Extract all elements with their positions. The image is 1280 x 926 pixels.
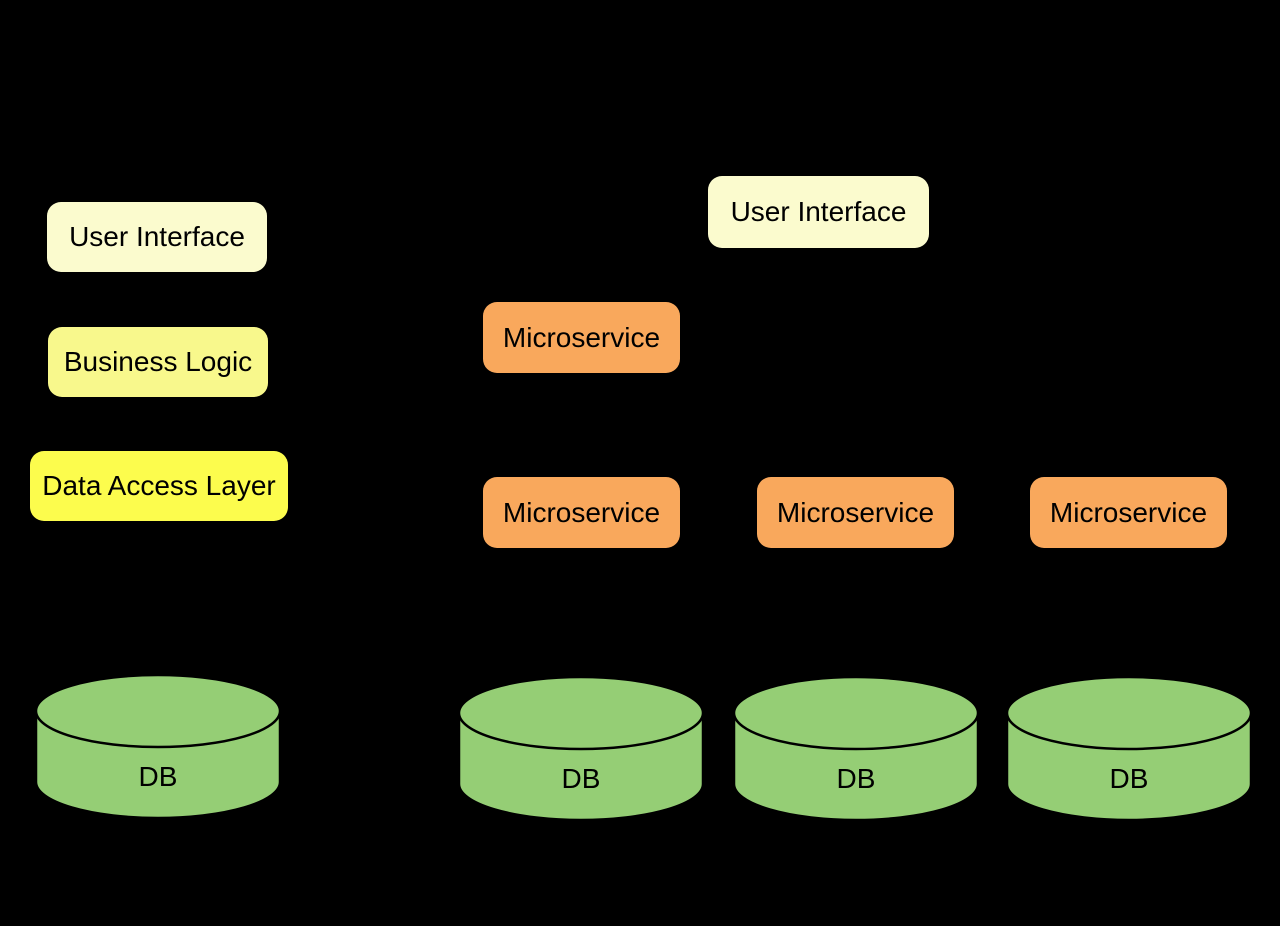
microservice-database-cylinder-3: DB xyxy=(1005,675,1253,822)
microservice-box-top: Microservice xyxy=(483,302,680,373)
monolith-user-interface-label: User Interface xyxy=(69,221,245,252)
microservice-box-2: Microservice xyxy=(757,477,954,548)
database-cylinder-icon xyxy=(34,673,282,820)
monolith-user-interface-box: User Interface xyxy=(47,202,267,272)
database-cylinder-icon xyxy=(732,675,980,822)
microservice-label: Microservice xyxy=(502,321,661,353)
monolith-business-logic-label: Business Logic xyxy=(63,346,253,377)
microservice-box-3: Microservice xyxy=(1030,477,1227,548)
monolith-data-access-layer-label: Data Access Layer xyxy=(42,470,276,501)
microservice-label: Microservice xyxy=(776,496,935,528)
microservice-database-cylinder-2: DB xyxy=(732,675,980,822)
microservices-user-interface-label: User Interface xyxy=(730,196,907,227)
monolith-database-cylinder: DB xyxy=(34,673,282,820)
microservice-database-label: DB xyxy=(561,763,601,794)
microservice-database-cylinder-1: DB xyxy=(457,675,705,822)
microservice-label: Microservice xyxy=(1049,496,1208,528)
microservice-label: Microservice xyxy=(502,496,661,528)
microservice-box-1: Microservice xyxy=(483,477,680,548)
microservices-user-interface-box: User Interface xyxy=(708,176,929,248)
database-cylinder-icon xyxy=(1005,675,1253,822)
monolith-database-label: DB xyxy=(138,761,178,792)
database-cylinder-icon xyxy=(457,675,705,822)
monolith-business-logic-box: Business Logic xyxy=(48,327,268,397)
monolith-data-access-layer-box: Data Access Layer xyxy=(30,451,288,521)
microservice-database-label: DB xyxy=(1109,763,1149,794)
microservice-database-label: DB xyxy=(836,763,876,794)
